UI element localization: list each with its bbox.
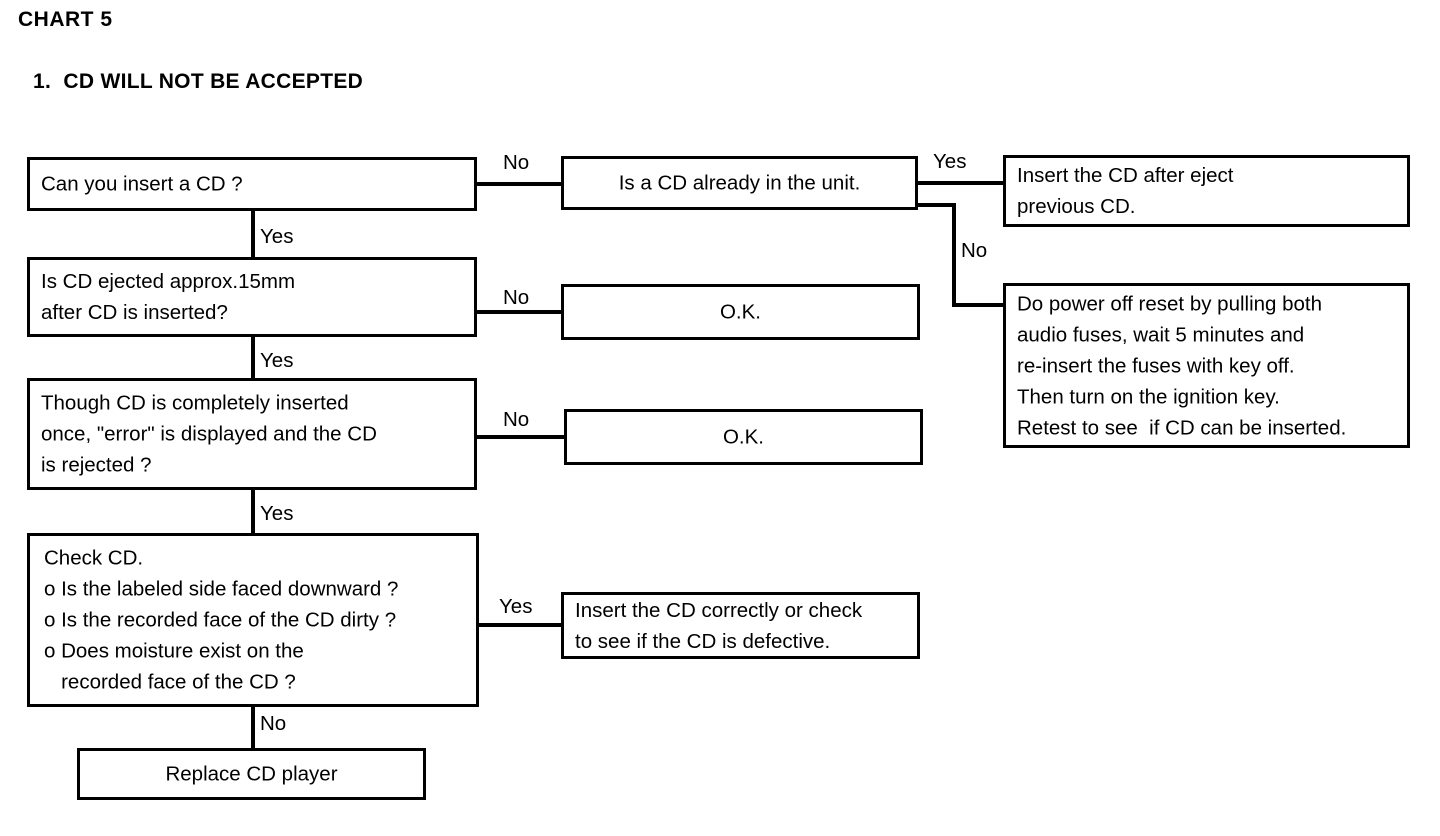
node-cd-already-in-unit[interactable]: Is a CD already in the unit. bbox=[561, 156, 918, 210]
node-ok-1[interactable]: O.K. bbox=[561, 284, 920, 340]
node-error-displayed[interactable]: Though CD is completely inserted once, "… bbox=[27, 378, 477, 490]
chart-title: CHART 5 bbox=[18, 8, 113, 31]
node-cd-ejected-15mm-text: Is CD ejected approx.15mm after CD is in… bbox=[41, 270, 296, 324]
section-title: 1. CD WILL NOT BE ACCEPTED bbox=[33, 70, 364, 93]
edge-check-cd-to-insert-correctly bbox=[479, 623, 561, 627]
edge-can-insert-to-ejected bbox=[251, 211, 255, 257]
node-can-insert-cd[interactable]: Can you insert a CD ? bbox=[27, 157, 477, 211]
edge-ejected-to-error-displayed bbox=[251, 337, 255, 378]
edge-label-yes-5: Yes bbox=[499, 595, 533, 618]
edge-cd-already-to-insert-after-eject bbox=[918, 181, 1003, 185]
edge-error-displayed-to-check-cd bbox=[251, 490, 255, 533]
node-ok-1-text: O.K. bbox=[719, 300, 761, 324]
node-insert-correctly[interactable]: Insert the CD correctly or check to see … bbox=[561, 592, 920, 659]
node-check-cd[interactable]: Check CD. o Is the labeled side faced do… bbox=[27, 533, 479, 707]
node-replace-cd-player[interactable]: Replace CD player bbox=[77, 748, 426, 800]
node-replace-cd-player-text: Replace CD player bbox=[165, 762, 338, 786]
edge-check-cd-to-replace-player bbox=[251, 707, 255, 748]
edge-cd-already-to-power-reset-seg3 bbox=[952, 303, 1003, 307]
edge-cd-already-to-power-reset-seg2 bbox=[952, 203, 956, 307]
edge-error-displayed-to-ok-2 bbox=[477, 435, 564, 439]
node-ok-2[interactable]: O.K. bbox=[564, 409, 923, 465]
edge-label-yes-1: Yes bbox=[260, 225, 294, 248]
node-check-cd-text: Check CD. o Is the labeled side faced do… bbox=[44, 546, 399, 694]
node-can-insert-cd-text: Can you insert a CD ? bbox=[41, 172, 243, 196]
edge-label-yes-4: Yes bbox=[260, 502, 294, 525]
edge-can-insert-to-cd-already bbox=[477, 182, 561, 186]
node-insert-after-eject-text: Insert the CD after eject previous CD. bbox=[1017, 164, 1234, 218]
edge-cd-already-to-power-reset-seg1 bbox=[918, 203, 956, 207]
node-power-off-reset-text: Do power off reset by pulling both audio… bbox=[1017, 292, 1347, 439]
node-ok-2-text: O.K. bbox=[722, 425, 764, 449]
edge-label-no-3: No bbox=[503, 286, 530, 309]
node-power-off-reset[interactable]: Do power off reset by pulling both audio… bbox=[1003, 283, 1410, 448]
edge-label-no-2: No bbox=[961, 239, 988, 262]
edge-ejected-to-ok-1 bbox=[477, 310, 561, 314]
edge-label-no-4: No bbox=[503, 408, 530, 431]
node-cd-ejected-15mm[interactable]: Is CD ejected approx.15mm after CD is in… bbox=[27, 257, 477, 337]
edge-label-yes-2: Yes bbox=[933, 150, 967, 173]
node-insert-correctly-text: Insert the CD correctly or check to see … bbox=[575, 598, 863, 653]
edge-label-no-1: No bbox=[503, 151, 530, 174]
node-insert-after-eject[interactable]: Insert the CD after eject previous CD. bbox=[1003, 155, 1410, 227]
node-error-displayed-text: Though CD is completely inserted once, "… bbox=[41, 391, 377, 477]
edge-label-no-5: No bbox=[260, 712, 287, 735]
node-cd-already-in-unit-text: Is a CD already in the unit. bbox=[618, 171, 861, 195]
edge-label-yes-3: Yes bbox=[260, 349, 294, 372]
